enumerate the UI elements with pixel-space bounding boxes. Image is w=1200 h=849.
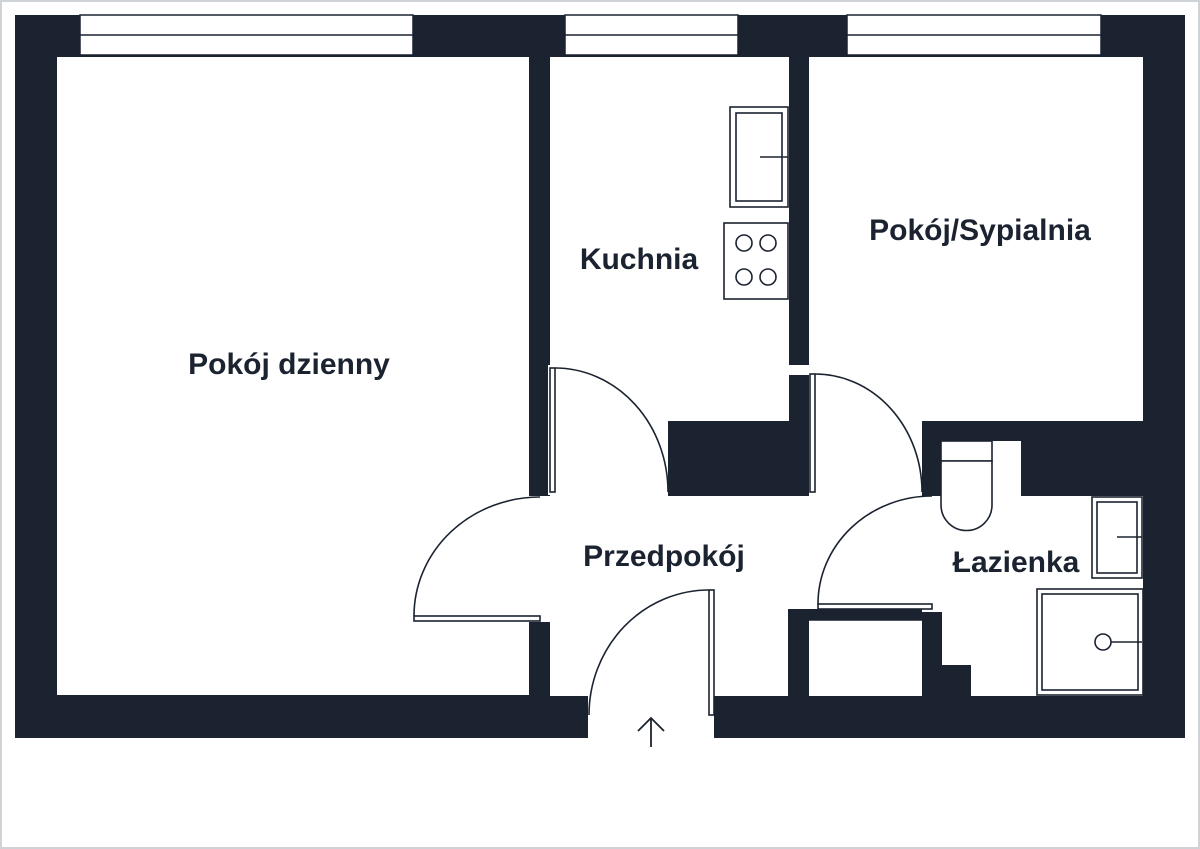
bathroom-door-leaf bbox=[817, 603, 933, 610]
closet-floor bbox=[809, 620, 922, 696]
label-hallway: Przedpokój bbox=[583, 540, 745, 573]
bathroom-door-swing bbox=[817, 495, 933, 605]
windows bbox=[79, 14, 1102, 56]
sink-icon bbox=[729, 106, 789, 208]
living-room-floor bbox=[57, 57, 529, 695]
fixtures bbox=[723, 106, 1144, 696]
doors bbox=[413, 367, 933, 716]
room-labels: Pokój dzienny Kuchnia Pokój/Sypialnia Pr… bbox=[188, 214, 1091, 579]
label-bedroom: Pokój/Sypialnia bbox=[869, 214, 1091, 247]
kitchen-door-swing bbox=[554, 367, 669, 493]
entrance-door-swing bbox=[588, 589, 710, 716]
bedroom-door-opening bbox=[787, 365, 813, 375]
living-door-opening bbox=[528, 496, 552, 622]
label-living-room: Pokój dzienny bbox=[188, 348, 390, 381]
bathroom-notch-wall-2 bbox=[942, 665, 971, 696]
bedroom-door-swing bbox=[814, 373, 923, 493]
label-bathroom: Łazienka bbox=[953, 546, 1080, 579]
bedroom-floor bbox=[809, 57, 1143, 421]
shower-icon bbox=[1036, 588, 1144, 696]
living-door-swing bbox=[413, 496, 541, 617]
washbasin-icon bbox=[1091, 496, 1143, 579]
bedroom-door-leaf bbox=[809, 373, 816, 493]
kitchen-door-leaf bbox=[549, 367, 556, 493]
hallway-floor-d bbox=[550, 609, 788, 696]
bathroom-floor-c bbox=[922, 496, 942, 612]
living-door-leaf bbox=[413, 615, 541, 622]
stove-icon bbox=[723, 222, 789, 300]
label-kitchen: Kuchnia bbox=[580, 243, 699, 276]
entrance-door-leaf bbox=[708, 589, 715, 716]
hallway-floor-c bbox=[809, 421, 922, 609]
arrow-up-icon bbox=[637, 716, 665, 747]
toilet-icon bbox=[940, 440, 993, 532]
bathroom-notch-wall bbox=[922, 612, 942, 696]
